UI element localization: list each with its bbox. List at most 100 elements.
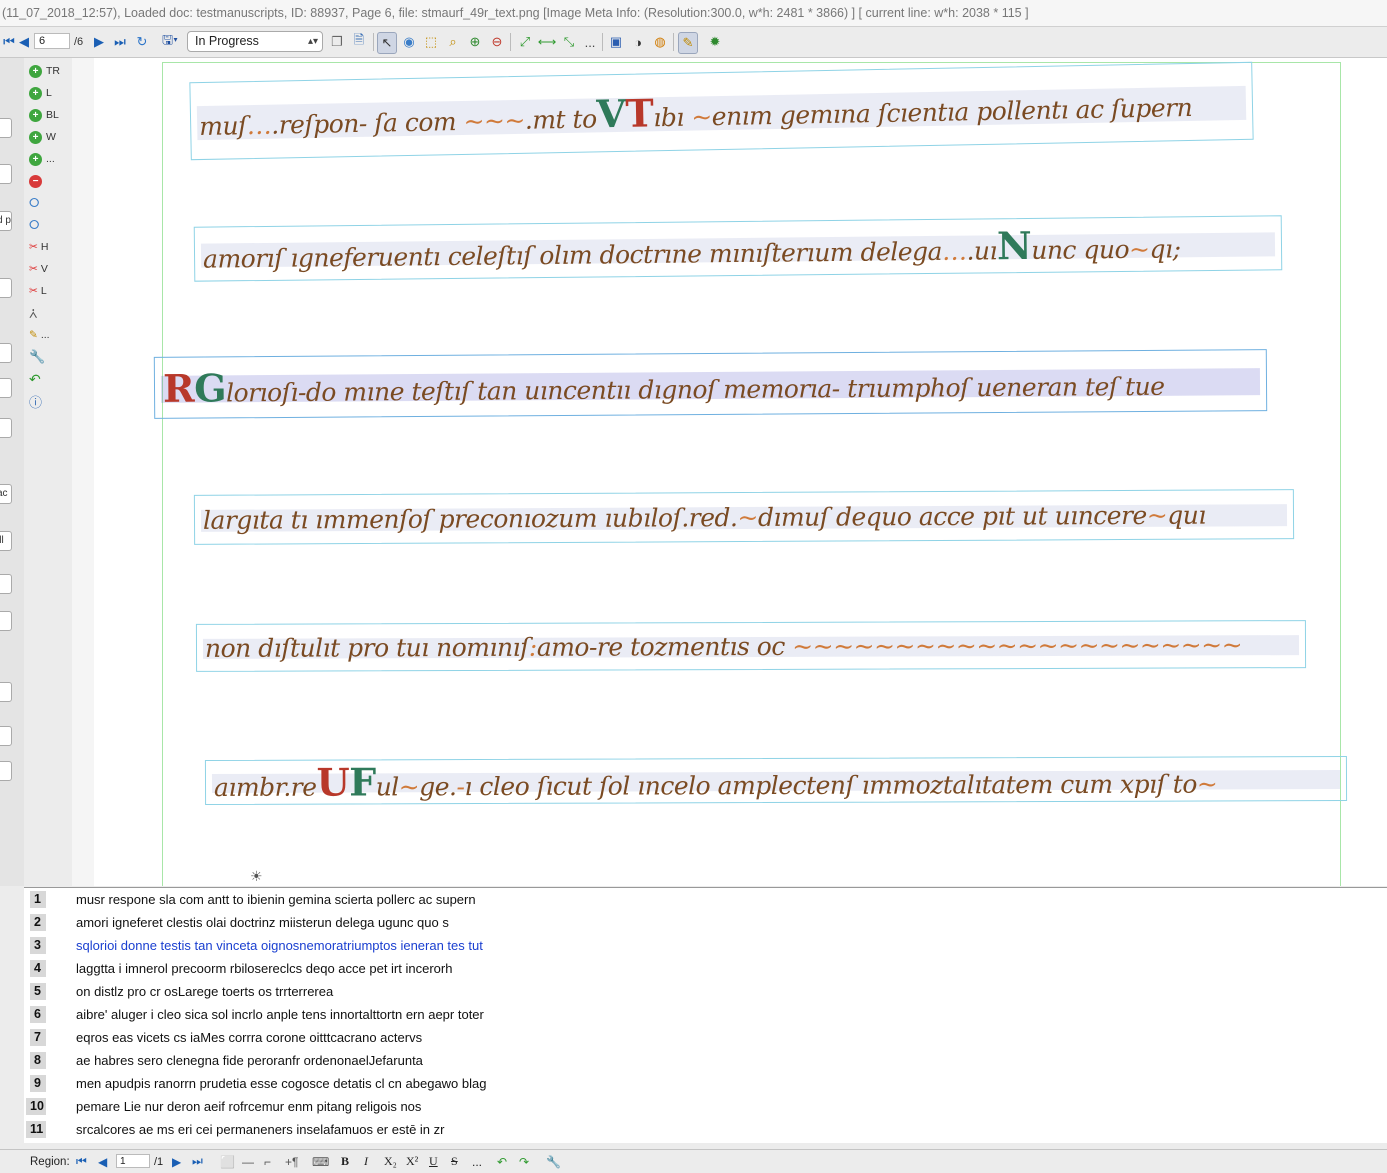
join-icon[interactable]: ⌐ <box>264 1154 272 1169</box>
document-icon[interactable]: 🗎 <box>353 32 365 47</box>
insert-line-icon[interactable]: ⬜ <box>220 1154 235 1169</box>
italic-button[interactable]: I <box>364 1154 368 1168</box>
view-icon[interactable]: ◉ <box>403 34 415 49</box>
line-text[interactable]: musr respone sla com antt to ibienin gem… <box>76 892 476 907</box>
undo-icon[interactable]: ↶ <box>497 1154 508 1169</box>
line-text[interactable]: aibre' aluger i cleo sica sol incrlo anp… <box>76 1007 484 1022</box>
add-line-button[interactable]: +L <box>29 84 52 102</box>
panel-control[interactable] <box>0 164 12 184</box>
panel-control[interactable] <box>0 761 12 781</box>
remove-shape-button[interactable]: − <box>29 172 46 190</box>
text-line-6[interactable]: aımbr.reUFul~ge.-ı cleo ſıcut ſol ıncelo… <box>204 756 1348 805</box>
line-text[interactable]: pemare Lie nur deron aeif rofrcemur enm … <box>76 1099 422 1114</box>
add-baseline-button[interactable]: +BL <box>29 106 59 124</box>
more-view-options[interactable]: ... <box>584 34 596 50</box>
last-region-icon[interactable]: ⏭ <box>192 1154 203 1168</box>
panel-control[interactable] <box>0 726 12 746</box>
edit-mode-icon[interactable]: ✎ <box>678 32 698 54</box>
line-text[interactable]: eqros eas vicets cs iaMes corrra corone … <box>76 1030 423 1045</box>
previous-page-icon[interactable]: ◀ <box>19 34 29 49</box>
edit-shape-button[interactable]: ✎... <box>29 326 50 344</box>
first-page-icon[interactable]: ⏮ <box>3 34 15 49</box>
panel-field[interactable]: ill <box>0 531 12 551</box>
last-page-icon[interactable]: ⏭ <box>114 34 126 49</box>
add-text-region-button[interactable]: +TR <box>29 62 60 80</box>
text-line-4[interactable]: largıta tı ımmenſoſ preconıozum ıubıloſ.… <box>193 489 1295 545</box>
panel-control[interactable] <box>0 682 12 702</box>
panel-control[interactable] <box>0 118 12 138</box>
panel-field[interactable]: ac <box>0 484 12 504</box>
contrast-icon[interactable]: ◑ <box>634 34 642 50</box>
wrench-icon[interactable]: 🔧 <box>546 1154 561 1169</box>
line-text[interactable]: ae habres sero clenegna fide peroranfr o… <box>76 1053 423 1068</box>
zoom-out-icon[interactable]: ⊖ <box>491 34 503 49</box>
line-break-icon[interactable]: — <box>242 1154 254 1169</box>
save-icon[interactable]: 🖫▾ <box>162 32 178 47</box>
help-button[interactable]: ⓘ <box>29 392 42 410</box>
line-text[interactable]: on distlz pro cr osLarege toerts os trrt… <box>76 984 334 999</box>
line-text[interactable]: amori igneferet clestis olai doctrinz mi… <box>76 915 449 930</box>
panel-control[interactable] <box>0 278 12 298</box>
paragraph-icon[interactable]: +¶ <box>285 1154 299 1169</box>
text-line-2[interactable]: amorıſ ıgneferuentı celeſtıſ olım doctrı… <box>193 215 1283 282</box>
display-icon[interactable]: ▣ <box>609 34 623 49</box>
copy-icon[interactable]: ❐ <box>331 34 343 49</box>
fit-height-icon[interactable]: ⤡ <box>563 34 575 49</box>
add-more-button[interactable]: +... <box>29 150 55 168</box>
line-text[interactable]: men apudpis ranorrn prudetia esse cogosc… <box>76 1076 487 1091</box>
bug-icon[interactable]: ✹ <box>709 34 721 49</box>
keyboard-icon[interactable]: ⌨ <box>312 1154 330 1169</box>
split-vertical-button[interactable]: ✂V <box>29 260 48 278</box>
split-line-button[interactable]: ✂L <box>29 282 47 300</box>
page-number-input[interactable]: 6 <box>34 33 70 49</box>
previous-region-icon[interactable]: ◀ <box>98 1154 108 1169</box>
select-tool-icon[interactable]: ↖ <box>377 32 397 54</box>
panel-field[interactable]: d p <box>0 211 12 231</box>
palette-icon[interactable]: ◍ <box>654 34 666 49</box>
fit-page-icon[interactable]: ⤢ <box>519 34 531 49</box>
panel-control[interactable] <box>0 378 12 398</box>
zoom-area-icon[interactable]: ⬚ <box>424 34 438 49</box>
zoom-in-icon[interactable]: ⊕ <box>469 34 481 49</box>
next-page-icon[interactable]: ▶ <box>94 34 104 49</box>
panel-control[interactable] <box>0 611 12 631</box>
split-horizontal-button[interactable]: ✂H <box>29 238 48 256</box>
text-line-3[interactable]: RGlorıoſı-do mıne teſtıſ tan uıncentıı d… <box>153 349 1268 419</box>
merge-button[interactable]: ⩑ <box>29 304 38 322</box>
panel-control[interactable] <box>0 574 12 594</box>
line-text[interactable]: laggtta i imnerol precoorm rbilosereclcs… <box>76 961 453 976</box>
next-region-icon[interactable]: ▶ <box>172 1154 182 1169</box>
subscript-button[interactable]: X₂ <box>384 1154 397 1168</box>
wrench-button[interactable]: 🔧 <box>29 348 45 366</box>
superscript-button[interactable]: X² <box>406 1154 419 1168</box>
add-word-button[interactable]: +W <box>29 128 56 146</box>
bold-button[interactable]: B <box>341 1154 350 1168</box>
region-number-input[interactable]: 1 <box>116 1154 150 1168</box>
reload-icon[interactable]: ↻ <box>136 34 148 49</box>
strikethrough-button[interactable]: S <box>451 1154 458 1168</box>
status-select[interactable]: In Progress ▴▾ <box>187 31 323 52</box>
line-text[interactable]: sqlorioi donne testis tan vinceta oignos… <box>76 938 483 953</box>
redo-icon[interactable]: ↷ <box>519 1154 530 1169</box>
text-line-5[interactable]: non dıſtulıt pro tuı nomınıſ:amo-re tozm… <box>195 620 1307 672</box>
panel-control[interactable] <box>0 343 12 363</box>
more-format-options[interactable]: ... <box>472 1154 483 1169</box>
fit-width-icon[interactable]: ⟷ <box>537 34 557 49</box>
image-canvas[interactable]: muſ….reſpon- ſa com ~~~.mt toVTıbı ~enım… <box>72 58 1387 886</box>
zoom-icon[interactable]: ⌕ <box>449 34 457 49</box>
underline-button[interactable]: U <box>429 1154 438 1168</box>
undo-button[interactable]: ↶ <box>29 370 41 388</box>
remove-point-button[interactable]: ⭘ <box>29 216 39 234</box>
